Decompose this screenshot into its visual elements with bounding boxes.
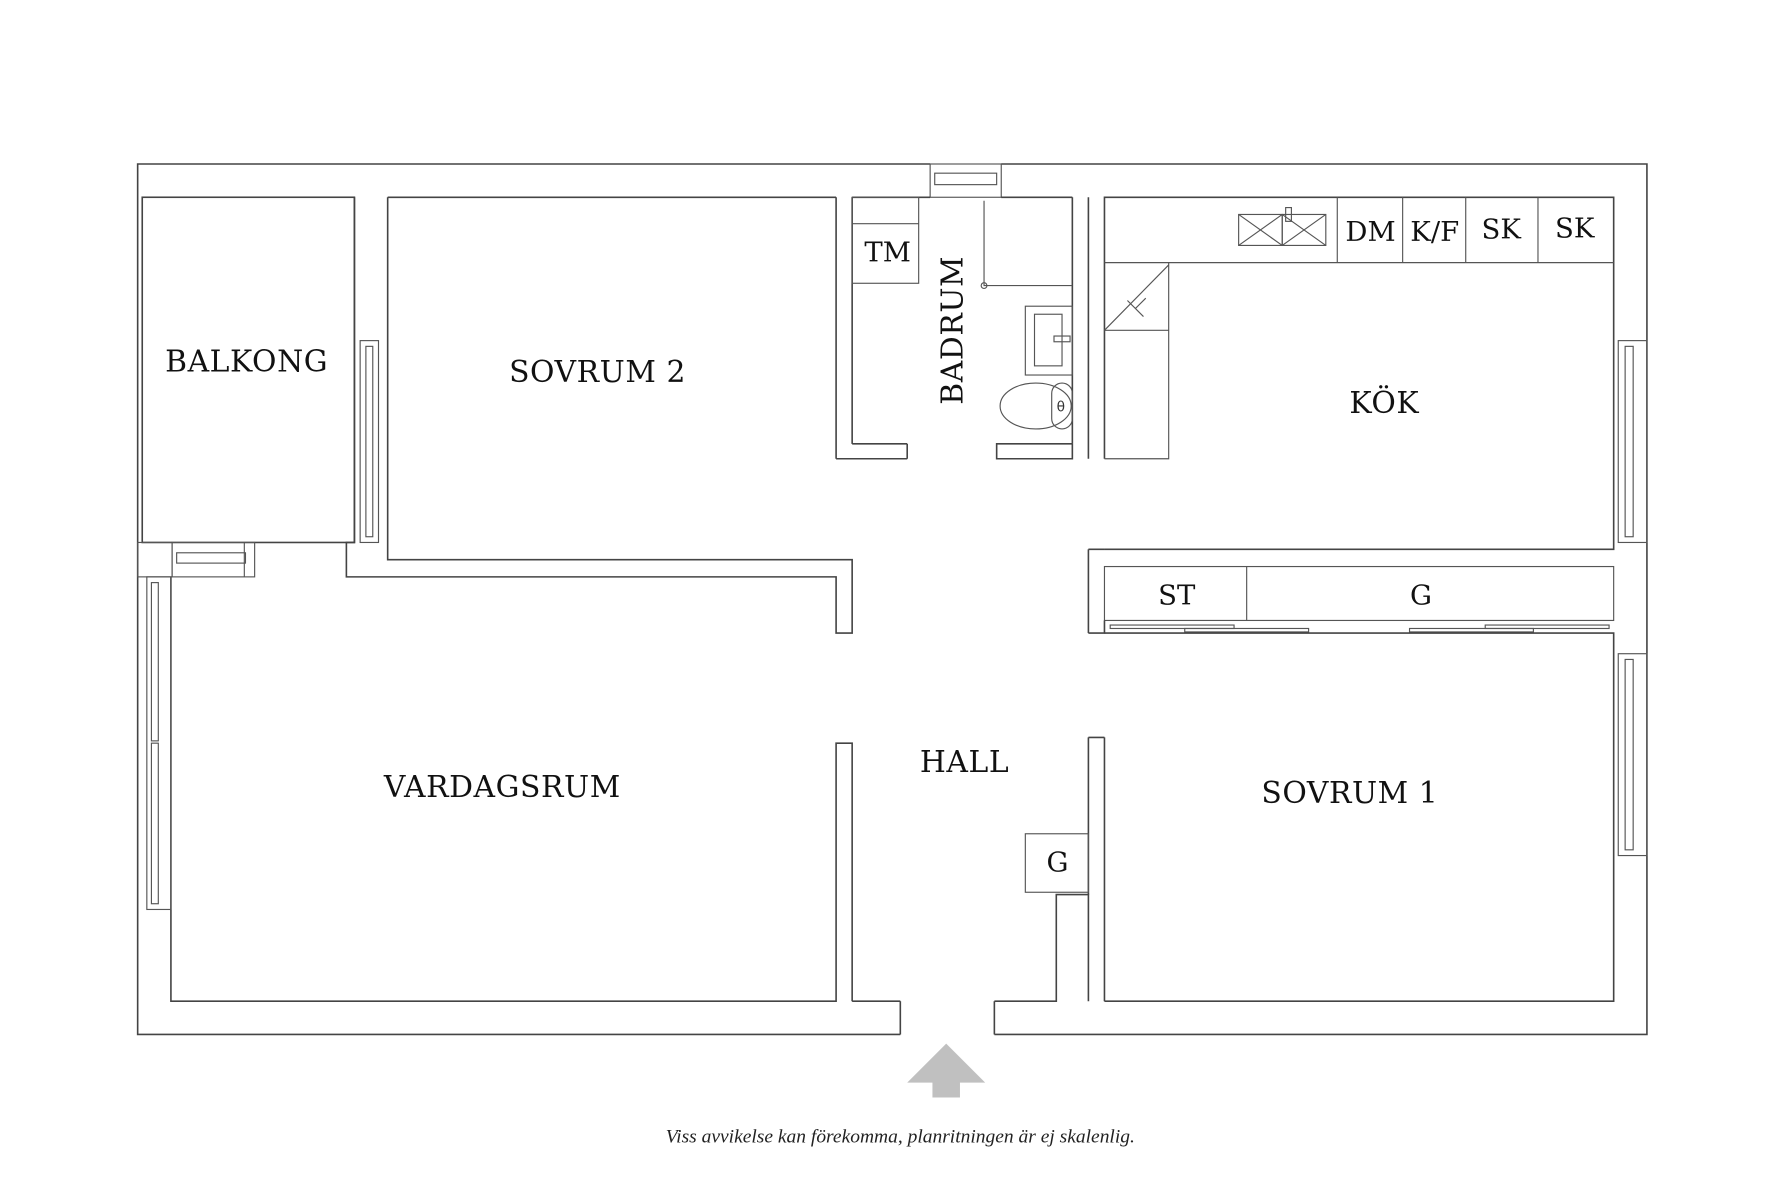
bathroom: TM θ BADRUM	[851, 196, 1090, 460]
room-label-sovrum-1: SOVRUM 1	[1261, 776, 1438, 811]
room-label-balkong: BALKONG	[165, 345, 328, 380]
wardrobe-row: ST G	[1088, 565, 1615, 634]
outer-walls	[136, 163, 1648, 1036]
fixture-label-sk-1: SK	[1482, 214, 1522, 246]
entrance-arrow-icon	[907, 1043, 986, 1098]
balcony-room: BALKONG	[137, 196, 380, 578]
living-room: VARDAGSRUM	[146, 576, 901, 1003]
room-label-badrum: BADRUM	[935, 256, 970, 405]
fixture-label-sk-2: SK	[1555, 212, 1595, 244]
fixture-label-tm: TM	[864, 236, 911, 268]
room-label-hall: HALL	[920, 745, 1009, 780]
hallway: G HALL	[920, 736, 1106, 1003]
fixture-label-g-hall: G	[1046, 847, 1068, 879]
fixture-label-g-wardrobe: G	[1410, 579, 1432, 611]
fixture-label-kf: K/F	[1410, 216, 1459, 248]
footnote: Viss avvikelse kan förekomma, planritnin…	[666, 1126, 1135, 1147]
bedroom-1: SOVRUM 1	[1104, 632, 1648, 1003]
bedroom-2: SOVRUM 2	[345, 196, 909, 634]
room-label-vardagsrum: VARDAGSRUM	[383, 770, 621, 805]
fixture-label-dm: DM	[1345, 216, 1395, 248]
room-label-kok: KÖK	[1349, 385, 1419, 421]
room-label-sovrum-2: SOVRUM 2	[509, 355, 686, 390]
kitchen: DM K/F SK SK KÖK	[1087, 196, 1648, 634]
fixture-label-st: ST	[1158, 579, 1196, 611]
svg-text:θ: θ	[1057, 400, 1065, 416]
